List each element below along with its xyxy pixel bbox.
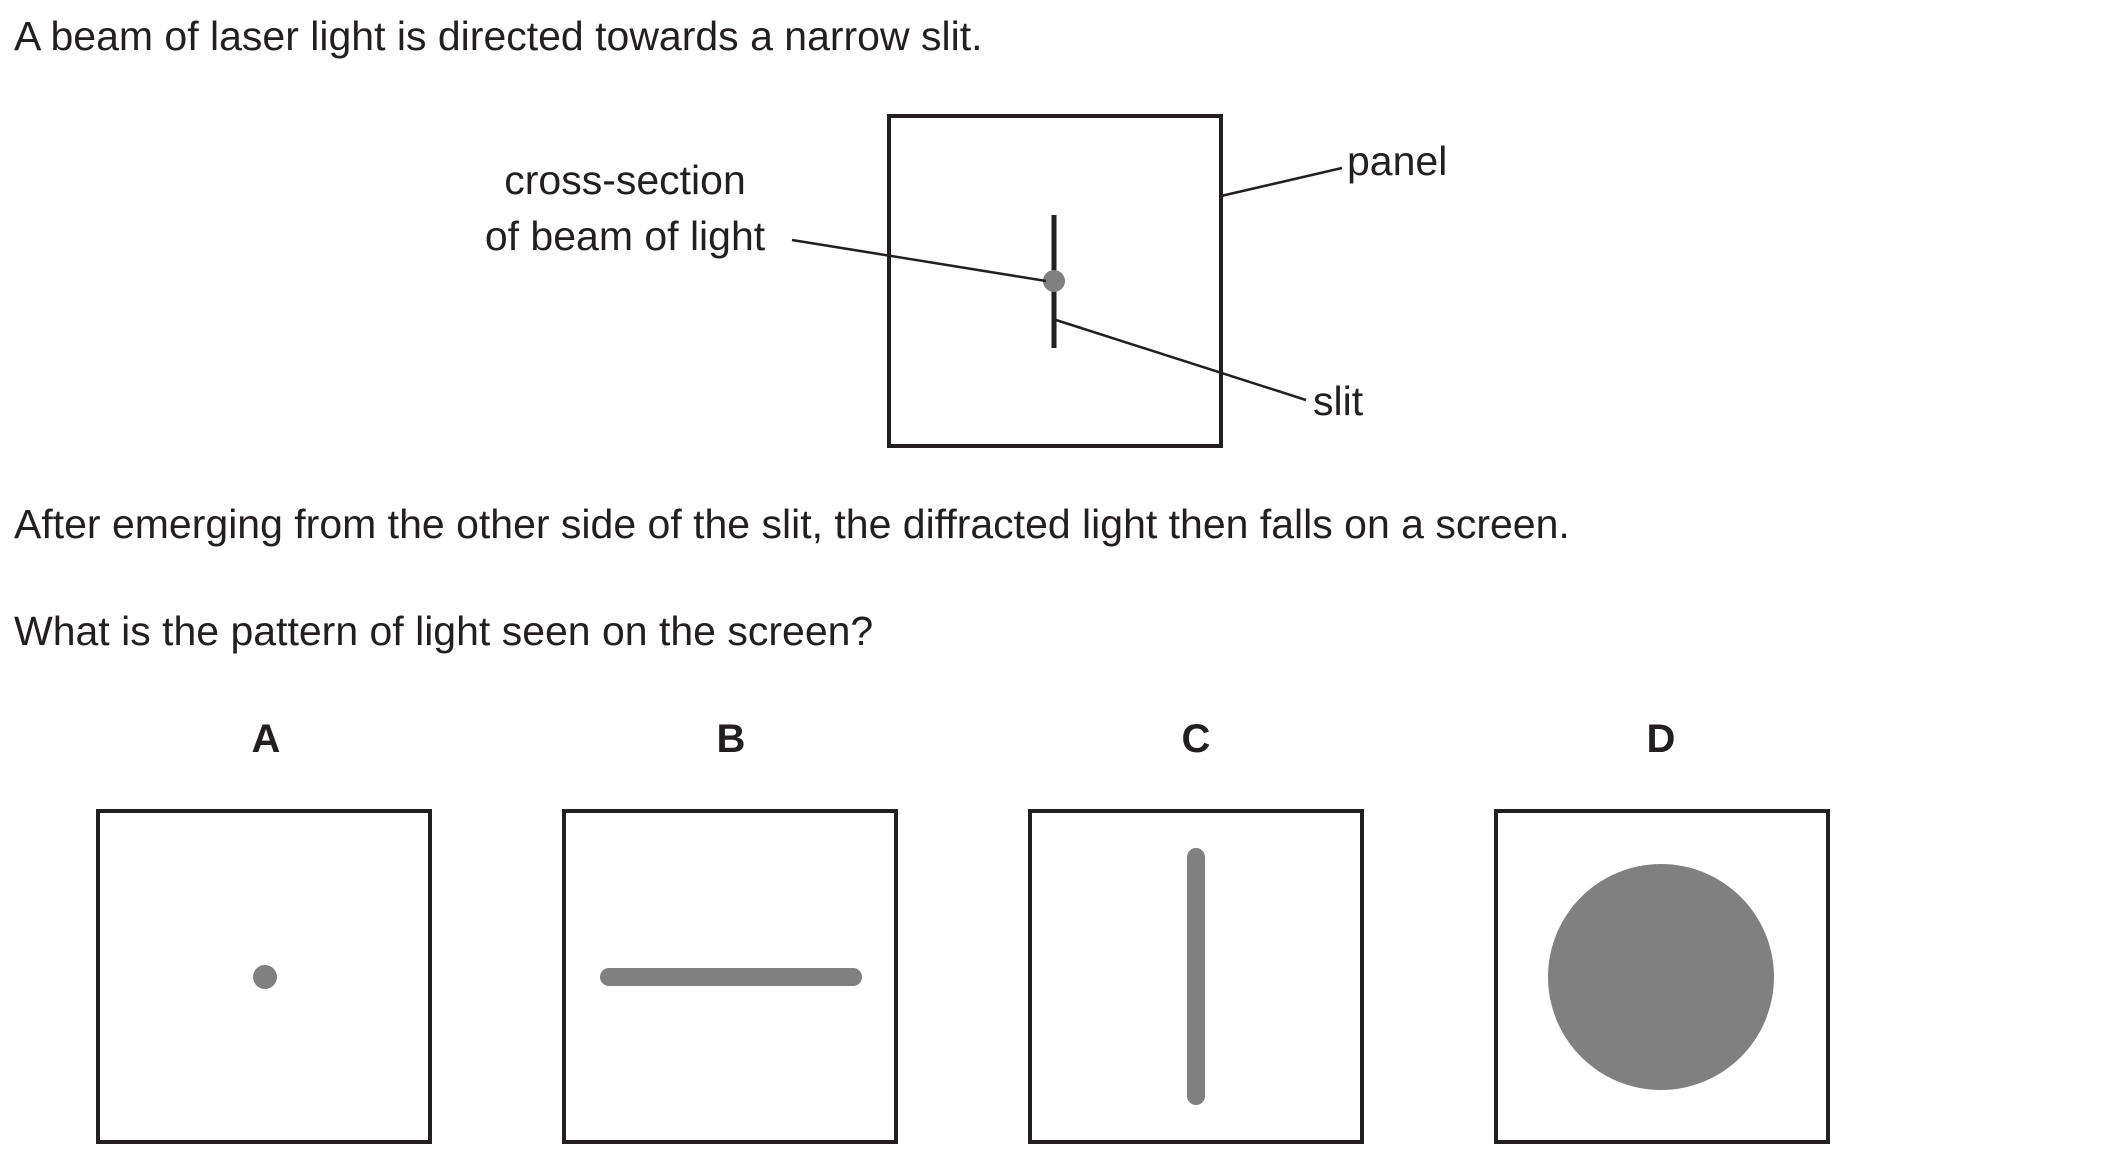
- beam-leader-line: [791, 238, 1047, 283]
- panel-leader-line: [1220, 166, 1343, 198]
- large-disc-pattern: [1548, 864, 1774, 1090]
- option-a-letter: A: [252, 717, 281, 761]
- option-b-letter: B: [717, 717, 746, 761]
- option-d[interactable]: D: [1494, 717, 1830, 1144]
- beam-label-line2: of beam of light: [485, 213, 766, 259]
- after-text: After emerging from the other side of th…: [14, 501, 1570, 547]
- slit-label: slit: [1313, 378, 1364, 424]
- option-a[interactable]: A: [96, 717, 432, 1144]
- option-a-screen: [96, 809, 432, 1144]
- option-d-screen: [1494, 809, 1830, 1144]
- beam-label-line1: cross-section: [504, 157, 746, 203]
- option-d-letter: D: [1647, 717, 1676, 761]
- panel: [887, 114, 1223, 448]
- beam-cross-section: [1043, 270, 1065, 292]
- option-c-screen: [1028, 809, 1364, 1144]
- small-dot-pattern: [253, 965, 277, 989]
- intro-text: A beam of laser light is directed toward…: [14, 13, 983, 59]
- question-text: What is the pattern of light seen on the…: [14, 608, 874, 654]
- option-b[interactable]: B: [562, 717, 898, 1144]
- panel-label: panel: [1347, 138, 1447, 184]
- option-c[interactable]: C: [1028, 717, 1364, 1144]
- option-c-letter: C: [1182, 717, 1211, 761]
- option-b-screen: [562, 809, 898, 1144]
- panel-diagram: cross-section of beam of light panel sli…: [485, 114, 1447, 448]
- slit-leader-line: [1055, 318, 1307, 402]
